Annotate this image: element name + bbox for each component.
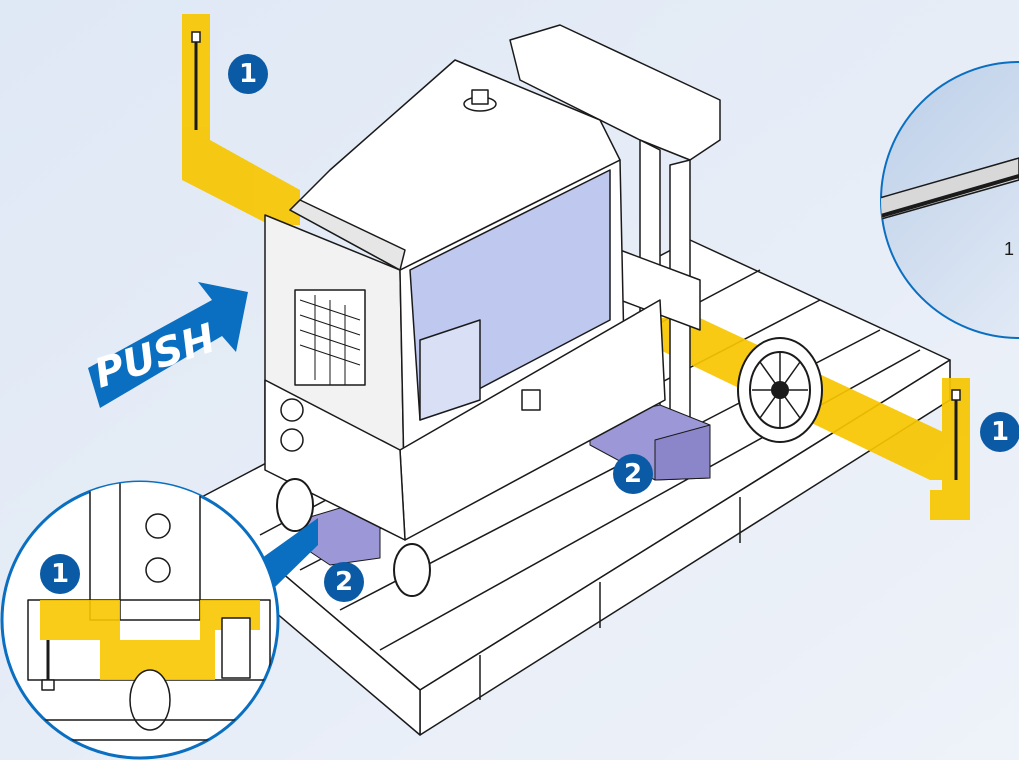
- badge-1-top-left: 1: [228, 54, 268, 94]
- detail-label: 1: [1004, 239, 1014, 259]
- svg-text:1: 1: [51, 559, 69, 589]
- badge-2-inset: 2: [324, 562, 364, 602]
- svg-text:2: 2: [624, 459, 642, 489]
- wheel-icon: [276, 337, 823, 597]
- svg-text:1: 1: [239, 59, 257, 89]
- inset-view: [0, 480, 280, 760]
- detail-view: 1: [880, 61, 1019, 339]
- inset-leader: [262, 518, 318, 590]
- welder-body: [264, 59, 666, 541]
- svg-text:2: 2: [335, 567, 353, 597]
- badge-1-right: 1: [980, 412, 1019, 452]
- bolt-icon: [191, 31, 961, 480]
- svg-text:1: 1: [991, 417, 1009, 447]
- badge-1-inset: 1: [40, 554, 80, 594]
- badge-2-center: 2: [613, 454, 653, 494]
